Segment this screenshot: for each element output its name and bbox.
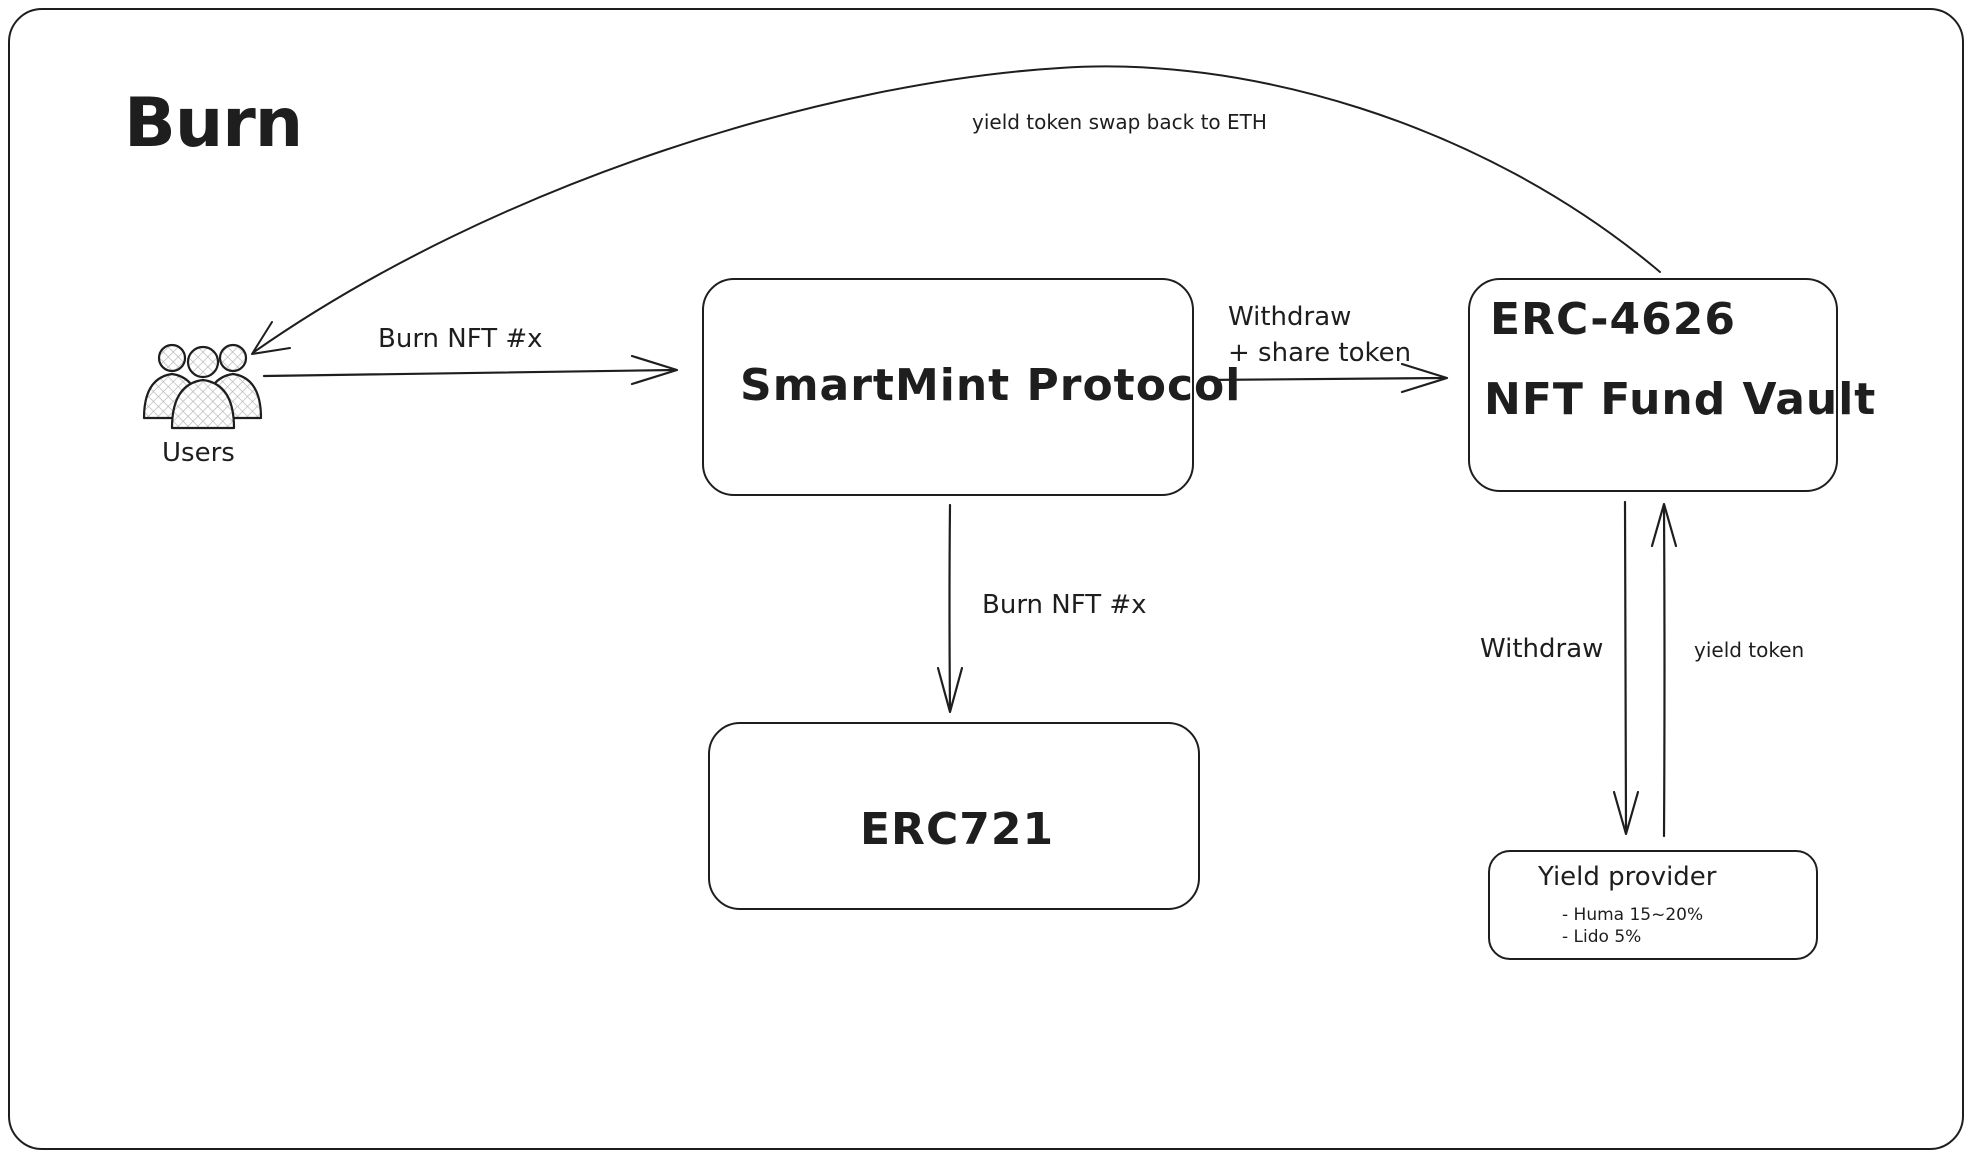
edge-label-smartmint-to-erc721: Burn NFT #x	[982, 590, 1147, 620]
erc721-label: ERC721	[860, 804, 1055, 855]
erc721-node: ERC721	[708, 722, 1200, 910]
users-icon	[142, 343, 263, 430]
smartmint-protocol-label: SmartMint Protocol	[740, 360, 1242, 411]
arrow-users-to-smartmint	[262, 354, 679, 386]
edge-label-vault-to-yield: Withdraw	[1480, 634, 1604, 664]
yield-provider-node: Yield provider - Huma 15~20% - Lido 5%	[1488, 850, 1818, 960]
edge-label-yield-to-vault: yield token	[1694, 638, 1805, 662]
arrow-yield-to-vault	[1650, 502, 1678, 838]
users-label: Users	[162, 438, 235, 468]
yield-provider-label: Yield provider	[1538, 862, 1717, 892]
edge-label-withdraw: Withdraw	[1228, 302, 1352, 332]
arrow-vault-to-yield	[1612, 500, 1640, 836]
diagram-title: Burn	[124, 84, 303, 163]
yield-provider-item: - Huma 15~20%	[1562, 905, 1704, 925]
yield-provider-item: - Lido 5%	[1562, 927, 1642, 947]
yield-provider-list: - Huma 15~20% - Lido 5%	[1562, 904, 1703, 948]
vault-standard-label: ERC-4626	[1490, 294, 1736, 345]
diagram-frame	[8, 8, 1964, 1150]
nft-fund-vault-node: ERC-4626 NFT Fund Vault	[1468, 278, 1875, 492]
edge-label-vault-to-users: yield token swap back to ETH	[972, 110, 1267, 134]
arrow-smartmint-to-vault	[1200, 362, 1449, 394]
arrow-smartmint-to-erc721	[936, 503, 964, 714]
edge-label-share-token: + share token	[1228, 338, 1412, 368]
vault-name-label: NFT Fund Vault	[1484, 374, 1877, 425]
edge-label-users-to-smartmint: Burn NFT #x	[378, 324, 543, 354]
smartmint-protocol-node: SmartMint Protocol	[702, 278, 1240, 496]
arrow-vault-to-users	[251, 65, 1661, 355]
